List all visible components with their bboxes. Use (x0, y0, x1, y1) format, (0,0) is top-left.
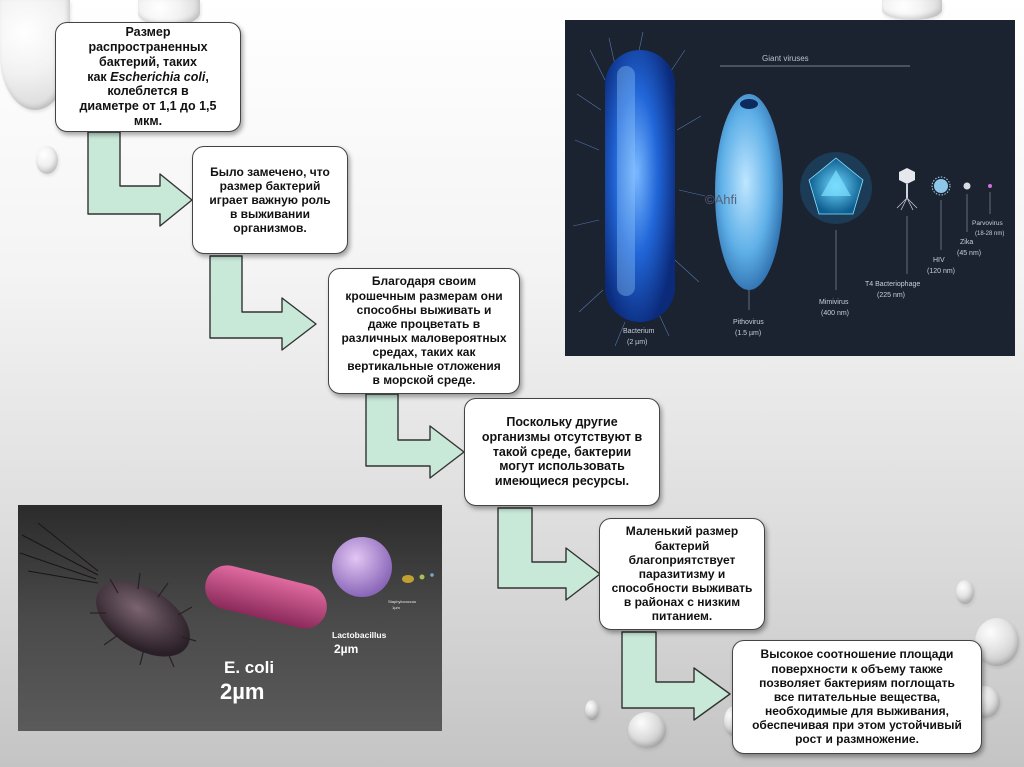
water-drop (138, 0, 200, 26)
hiv-shape (931, 176, 951, 250)
staphylococcus-size: 1µm (392, 605, 401, 610)
ecoli-shape (19, 522, 197, 668)
zika-size: (45 nm) (957, 250, 981, 257)
ecoli-size: 2µm (220, 679, 264, 704)
species-name: Escherichia coli (110, 69, 206, 84)
flow-box-line: в морской среде. (372, 373, 476, 388)
flow-box-line: поверхности к объему также (771, 661, 943, 676)
t4-size: (225 nm) (877, 292, 905, 299)
water-drop (36, 146, 58, 174)
hiv-size: (120 nm) (927, 268, 955, 275)
flow-box-1-line: мкм. (133, 113, 163, 128)
flow-box-line: различных маловероятных (341, 331, 507, 345)
flow-box-line: необходимые для выживания, (765, 704, 949, 719)
flow-box-line: питанием. (651, 609, 713, 624)
flow-box-line: средах, таких как (372, 345, 476, 360)
flow-box-line: Высокое соотношение площади (760, 647, 954, 662)
flow-box-1-line: колеблется в (107, 84, 189, 99)
flow-box-line: способны выживать и (356, 302, 492, 317)
flow-box-line: бактерий (654, 538, 710, 553)
flow-box-line: крошечным размерам они (345, 288, 503, 303)
flow-box-line: Поскольку другие (506, 415, 618, 430)
flow-box-1-line: бактерий, таких (99, 54, 197, 69)
flow-box-1-line: распространенных (88, 40, 208, 55)
flow-box-line: позволяет бактериям поглощать (759, 675, 955, 690)
parvovirus-size: (18-28 nm) (975, 231, 1004, 237)
header-label: Giant viruses (762, 54, 809, 63)
flow-box-line: такой среде, бактерии (492, 444, 632, 459)
zika-shape (963, 182, 971, 232)
water-drop (956, 580, 974, 604)
flow-box-line: в районах с низким (623, 595, 741, 610)
water-drop (628, 712, 666, 748)
flow-box-line: организмов. (233, 221, 307, 236)
flow-box-line: даже процветать в (367, 316, 481, 331)
flow-box-line: вертикальные отложения (347, 359, 501, 374)
t4-label: T4 Bacteriophage (865, 281, 920, 288)
hiv-label: HIV (933, 257, 945, 264)
flow-box-line: имеющиеся ресурсы. (494, 474, 630, 489)
parvovirus-label: Parvovirus (972, 220, 1003, 227)
mimivirus-shape (800, 152, 872, 290)
water-drop (585, 700, 599, 720)
flow-box-line: рост и размножение. (795, 732, 919, 747)
staphylococcus-label: Staphylococcus (388, 599, 416, 604)
small-organisms (402, 573, 434, 583)
mimivirus-label: Mimivirus (819, 299, 849, 306)
parvovirus-shape (988, 184, 992, 214)
flow-box-line: Было замечено, что (210, 164, 330, 179)
watermark: ©Ahfi (705, 192, 737, 207)
flow-box-line: обеспечивая при этом устойчивый (752, 718, 962, 733)
t4-bacteriophage-shape (896, 168, 918, 274)
giant-viruses-image: Giant viruses Bacterium (2 µm) Pithoviru… (565, 20, 1015, 356)
zika-label: Zika (960, 239, 973, 246)
flow-box-line: Благодаря своим (371, 274, 477, 289)
flow-box-1-line: диаметре от 1,1 до 1,5 (79, 99, 217, 114)
lactobacillus-size: 2µm (334, 642, 358, 656)
flow-box-line: благоприятствует (628, 552, 736, 567)
flow-box-1-line: как Escherichia coli, (80, 70, 217, 85)
flow-box-1: Размер распространенных бактерий, таких … (55, 22, 241, 132)
bacterium-label: Bacterium (623, 328, 655, 335)
mimivirus-size: (400 nm) (821, 310, 849, 317)
lactobacillus-label: Lactobacillus (332, 630, 387, 640)
bacteria-comparison-image: E. coli 2µm Lactobacillus 2µm Staphyloco… (18, 505, 442, 731)
flow-box-1-suffix: , (205, 69, 209, 84)
pithovirus-label: Pithovirus (733, 319, 764, 326)
staphylococcus-shape (332, 537, 392, 597)
bacterium-shape (572, 31, 706, 347)
flow-box-line: Маленький размер (625, 524, 739, 539)
ecoli-label: E. coli (224, 658, 274, 677)
flow-box-line: организмы отсутствуют в (481, 429, 643, 444)
flow-box-line: паразитизму и (638, 566, 726, 581)
bacterium-size: (2 µm) (627, 339, 647, 346)
flow-box-line: способности выживать (611, 581, 753, 596)
flow-box-line: играет важную роль (209, 192, 331, 207)
flow-box-line: могут использовать (499, 459, 625, 474)
flow-box-line: размер бактерий (219, 178, 321, 193)
lactobacillus-shape (205, 565, 327, 629)
water-drop (975, 618, 1019, 666)
pithovirus-size: (1.5 µm) (735, 330, 761, 337)
pithovirus-shape (715, 94, 783, 310)
water-drop (882, 0, 942, 20)
flow-box-1-line: Размер (125, 25, 171, 40)
flow-box-line: все питательные вещества, (773, 689, 941, 704)
flow-box-1-prefix: как (87, 69, 111, 84)
flow-box-line: в выживании (229, 207, 311, 222)
flow-arrow (87, 131, 731, 721)
